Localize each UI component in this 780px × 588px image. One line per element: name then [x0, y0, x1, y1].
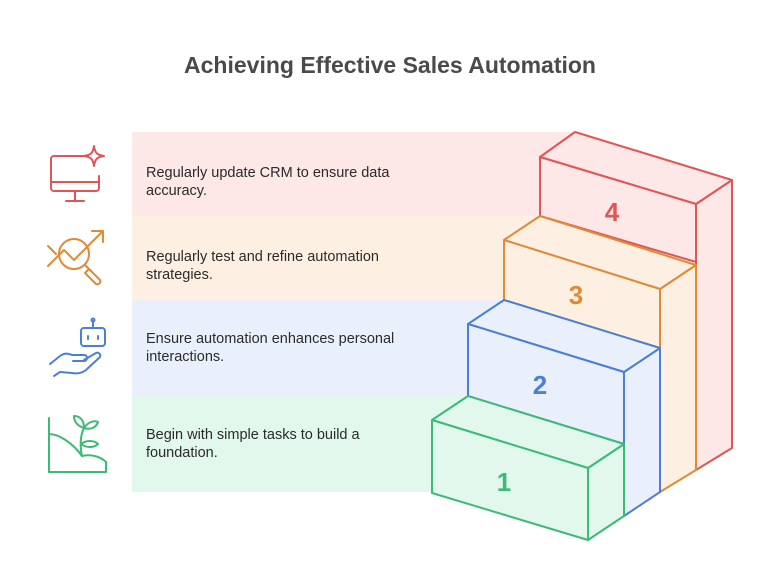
step-1-number: 1	[497, 467, 511, 497]
page-title: Achieving Effective Sales Automation	[184, 52, 596, 78]
step-block-2	[467, 299, 661, 517]
step-block-1	[431, 395, 625, 541]
monitor-sparkle-icon	[50, 145, 105, 202]
step-block-3	[503, 215, 697, 493]
step-4-text: Regularly update CRM to ensure data accu…	[146, 165, 390, 199]
robot-hand-icon	[49, 317, 106, 377]
step-block-4	[539, 131, 733, 471]
sprout-icon	[48, 415, 107, 473]
step-2-number: 2	[533, 370, 547, 400]
step-4-number: 4	[605, 197, 620, 227]
step-3-text: Regularly test and refine automation str…	[146, 249, 379, 283]
step-1-text: Begin with simple tasks to build a found…	[146, 427, 360, 461]
band-step-4	[132, 132, 582, 216]
chart-magnifier-icon	[47, 230, 104, 286]
step-2-text: Ensure automation enhances personal inte…	[146, 331, 395, 365]
step-3-number: 3	[569, 280, 583, 310]
